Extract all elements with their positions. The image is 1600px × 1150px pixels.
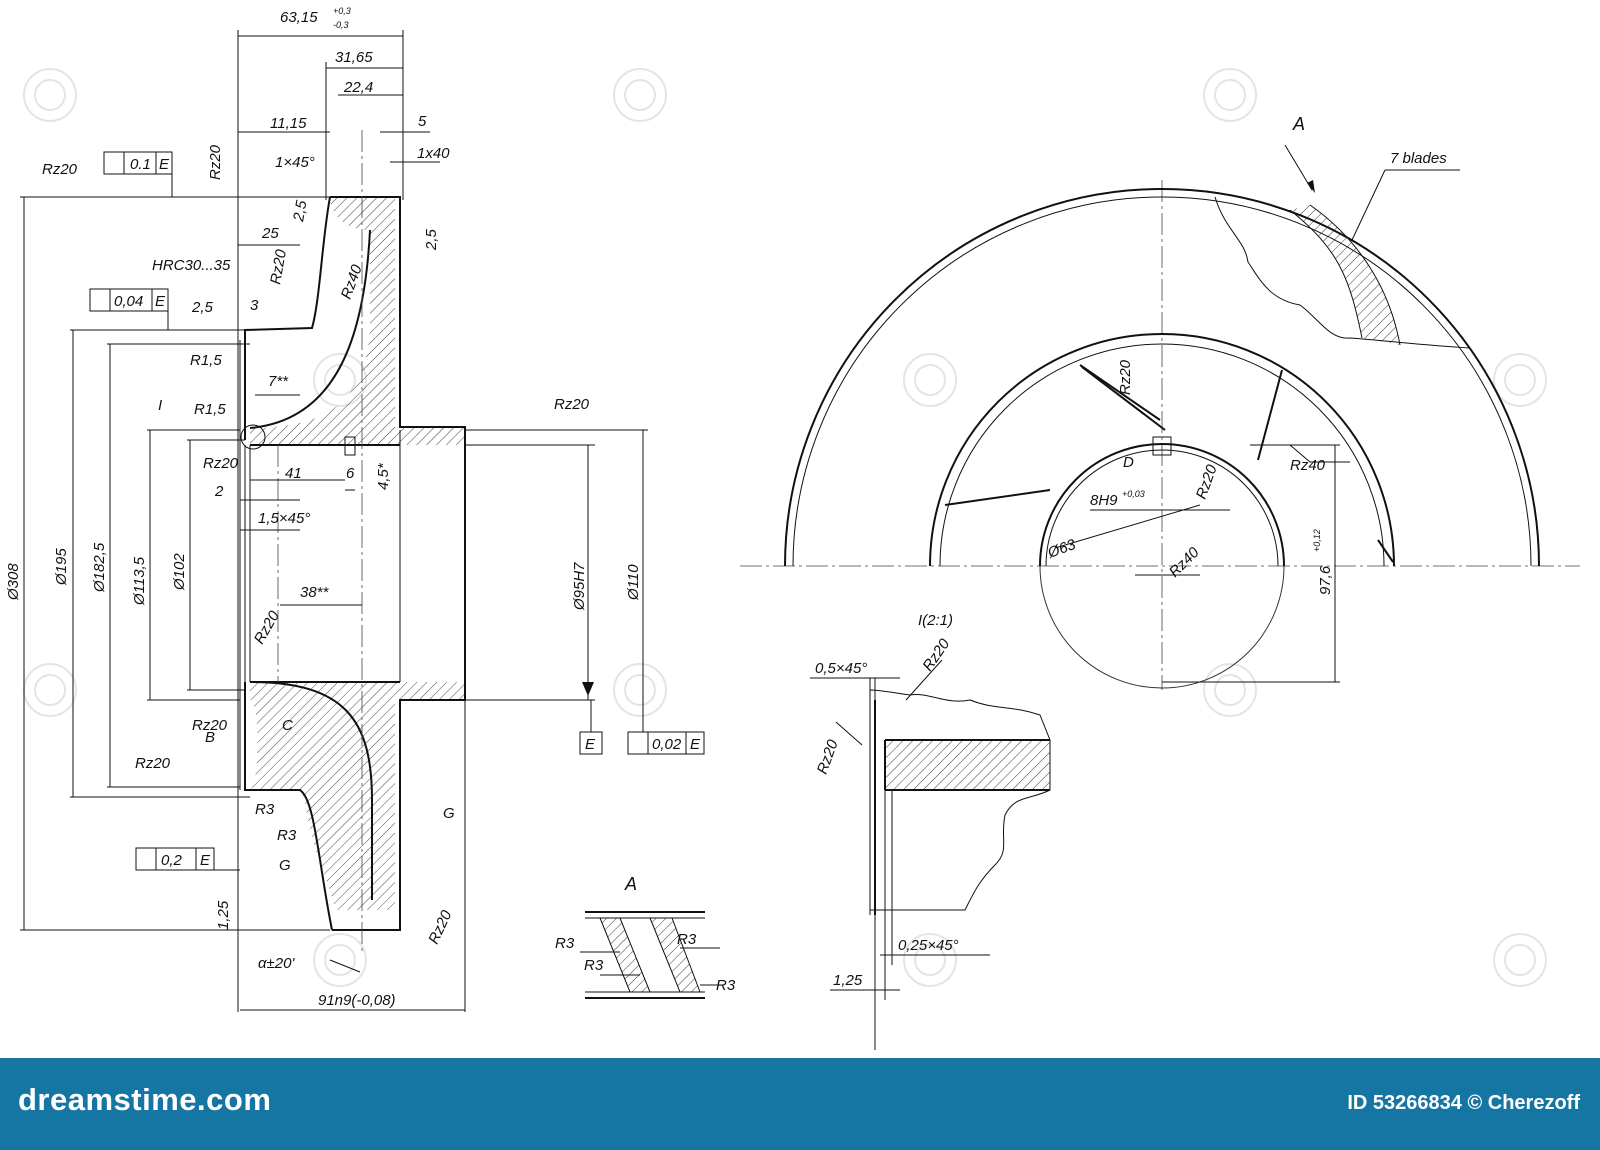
section-r3-c: R3 [677,931,697,948]
dim-2: 2 [214,483,224,500]
key-d-label: D [1123,454,1134,471]
dim-22-4: 22,4 [343,79,373,96]
rz40-outer: Rz40 [1290,457,1326,474]
dim-4-5: 4,5* [375,462,392,490]
section-view [239,130,466,955]
tol-runout1-value: 0,04 [114,293,143,310]
dim-97-6: 97,6 [1317,565,1334,595]
detail-chamfer-top: 0,5×45° [815,660,867,677]
detail-i-title: I(2:1) [918,612,953,629]
rz20-lower: Rz20 [135,755,171,772]
dim-1-25-left: 1,25 [215,900,232,930]
section-a [580,911,720,999]
dia-182-5: Ø182,5 [91,542,108,593]
dim-1-5x45: 1,5×45° [258,510,310,527]
tol-perp-value: 0.1 [130,156,151,173]
rz20-bore: Rz20 [203,455,239,472]
tol-runout2-value: 0,02 [652,736,682,753]
overall-width-dim: 63,15 [280,9,318,26]
rz20-top: Rz20 [207,144,224,180]
dia-110: Ø110 [625,564,642,601]
detail-i [810,659,1051,1050]
dia-95h7: Ø95H7 [571,562,588,611]
keyway-dim: 8H9 [1090,492,1118,509]
rz20-detail-left: Rz20 [814,737,842,776]
dim-25: 25 [261,225,279,242]
dim-11-15: 11,15 [270,115,307,132]
rz20-bottom: Rz20 [425,907,455,947]
watermark-pattern [23,68,1547,987]
section-r3-d: R3 [716,977,736,994]
detail-dim-1-25: 1,25 [833,972,863,989]
dim-2-5-b: 2,5 [290,199,311,224]
tol-runout1-datum: E [155,293,166,310]
dim-3: 3 [250,297,259,314]
dim-1x45: 1×45° [275,154,315,171]
dia-113-5: Ø113,5 [131,556,148,606]
datum-b: B [205,729,215,746]
technical-drawing: 63,15 +0,3 -0,3 31,65 22,4 11,15 5 1×45°… [5,6,1580,1050]
rz20-blade: Rz20 [1117,359,1134,395]
footer-bar: dreamstime.com ID 53266834 © Cherezoff [0,1058,1600,1150]
r1-5-a: R1,5 [190,352,222,369]
dim-38: 38** [300,584,330,601]
surface-g-b: G [279,857,291,874]
surface-c: C [282,717,293,734]
rz20-top-left: Rz20 [42,161,78,178]
overall-width-tol-upper: +0,3 [333,6,351,16]
alpha-angle: α±20' [258,955,295,972]
dim-41: 41 [285,465,302,482]
dim-2-5-a: 2,5 [191,299,214,316]
dia-195: Ø195 [53,548,70,586]
tol-runout3-datum: E [200,852,211,869]
r1-5-b: R1,5 [194,401,226,418]
tol-runout3-value: 0,2 [161,852,183,869]
rz20-key: Rz20 [1193,462,1221,501]
datum-e-box: E [585,736,596,753]
hub-width-dim: 91n9(-0,08) [318,992,396,1009]
labels: 63,15 +0,3 -0,3 31,65 22,4 11,15 5 1×45°… [5,6,1447,1009]
dia-308: Ø308 [5,563,22,601]
rz20-detail-top: Rz20 [919,635,953,674]
dim-6: 6 [346,465,355,482]
overall-width-tol-lower: -0,3 [333,20,349,30]
rz20-hub: Rz20 [554,396,590,413]
rz20-bore-inner: Rz20 [251,608,284,647]
section-r3-a: R3 [555,935,575,952]
dim-1x40: 1x40 [417,145,450,162]
keyway-tol: +0,03 [1122,489,1145,499]
tolerance-frames [89,151,705,871]
image-id-credit: ID 53266834 © Cherezoff [1347,1092,1580,1114]
surface-g-a: G [443,805,455,822]
view-a-label: A [1292,114,1305,134]
tol-runout2-datum: E [690,736,701,753]
section-a-label: A [624,874,637,894]
hardness-note: HRC30...35 [152,257,231,274]
detail-chamfer-bottom: 0,25×45° [898,937,959,954]
dim-31-65: 31,65 [335,49,373,66]
tol-perp-datum: E [159,156,170,173]
dim-97-6-tol: +0,12 [1312,529,1322,552]
dia-63: Ø63 [1045,536,1079,562]
section-r3-b: R3 [584,957,604,974]
dreamstime-logo[interactable]: dreamstime.com [18,1082,272,1117]
dimension-lines [20,30,648,1012]
dia-102: Ø102 [171,553,188,591]
dim-7: 7** [268,373,289,390]
detail-ref-i: I [158,397,162,414]
rz20-inner: Rz20 [267,248,290,286]
dim-2-5-c: 2,5 [423,228,440,251]
blades-note: 7 blades [1390,150,1447,167]
dim-5: 5 [418,113,427,130]
r3-b: R3 [277,827,297,844]
rz20-face-b: Rz20 [192,717,228,734]
r3-a: R3 [255,801,275,818]
front-view [740,144,1580,690]
